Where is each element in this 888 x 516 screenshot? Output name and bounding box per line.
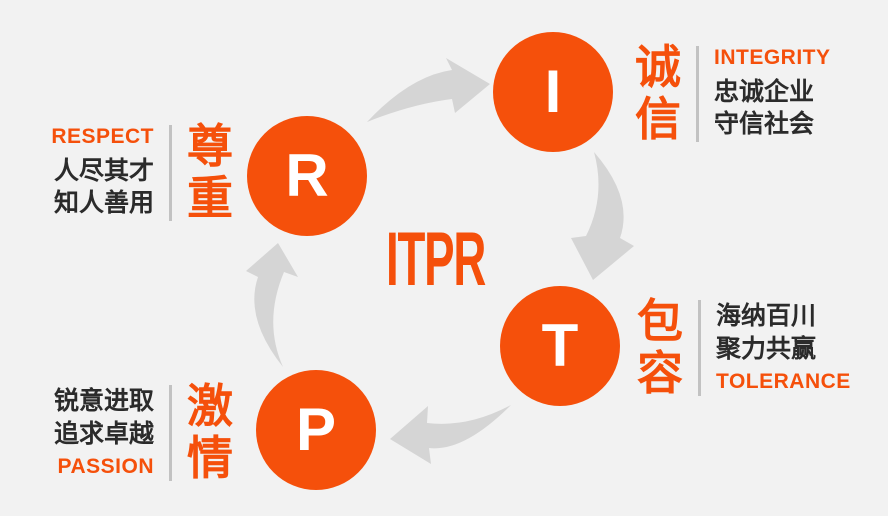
tolerance-cn-label: 包容 [637, 295, 683, 399]
respect-desc-line: 知人善用 [53, 189, 154, 218]
integrity-desc-line: 守信社会 [714, 110, 815, 139]
passion-en-label: PASSION [57, 455, 154, 479]
respect-text-block: RESPECT 人尽其才 知人善用 [42, 125, 154, 219]
center-title: ITPR [386, 217, 486, 302]
circle-passion-letter: P [295, 396, 337, 463]
label-group-respect: RESPECT 人尽其才 知人善用 尊重 [42, 120, 233, 224]
arrow-i-to-t-icon [571, 152, 634, 280]
tolerance-text-block: 海纳百川 聚力共赢 TOLERANCE [716, 300, 851, 394]
passion-text-block: 锐意进取 追求卓越 PASSION [42, 385, 154, 479]
respect-en-label: RESPECT [51, 125, 154, 149]
circle-respect-letter: R [285, 142, 329, 209]
tolerance-desc-line: 聚力共赢 [716, 334, 817, 363]
circle-passion: P [256, 370, 376, 490]
respect-cn-label: 尊重 [187, 120, 233, 224]
integrity-cn-label: 诚信 [635, 41, 681, 145]
label-group-passion: 锐意进取 追求卓越 PASSION 激情 [42, 380, 233, 484]
circle-tolerance-letter: T [541, 312, 579, 379]
label-group-integrity: 诚信 INTEGRITY 忠诚企业 守信社会 [635, 41, 831, 145]
integrity-en-label: INTEGRITY [714, 46, 831, 70]
circle-integrity-letter: I [544, 58, 562, 125]
tolerance-en-label: TOLERANCE [716, 370, 851, 394]
passion-divider [169, 384, 172, 481]
arrow-t-to-p-icon [390, 405, 511, 464]
circle-integrity: I [493, 32, 613, 152]
tolerance-divider [698, 299, 701, 396]
passion-desc-line: 追求卓越 [53, 419, 154, 448]
respect-divider [169, 124, 172, 221]
label-group-tolerance: 包容 海纳百川 聚力共赢 TOLERANCE [637, 295, 851, 399]
passion-desc-line: 锐意进取 [53, 387, 154, 416]
circle-respect: R [247, 116, 367, 236]
integrity-desc-line: 忠诚企业 [714, 77, 815, 106]
respect-desc-line: 人尽其才 [53, 156, 154, 185]
passion-cn-label: 激情 [187, 380, 233, 484]
tolerance-desc-line: 海纳百川 [716, 302, 817, 331]
circle-tolerance: T [500, 286, 620, 406]
integrity-text-block: INTEGRITY 忠诚企业 守信社会 [714, 46, 831, 140]
integrity-divider [696, 45, 699, 142]
arrow-r-to-i-icon [367, 58, 490, 122]
arrow-p-to-r-icon [246, 243, 298, 367]
